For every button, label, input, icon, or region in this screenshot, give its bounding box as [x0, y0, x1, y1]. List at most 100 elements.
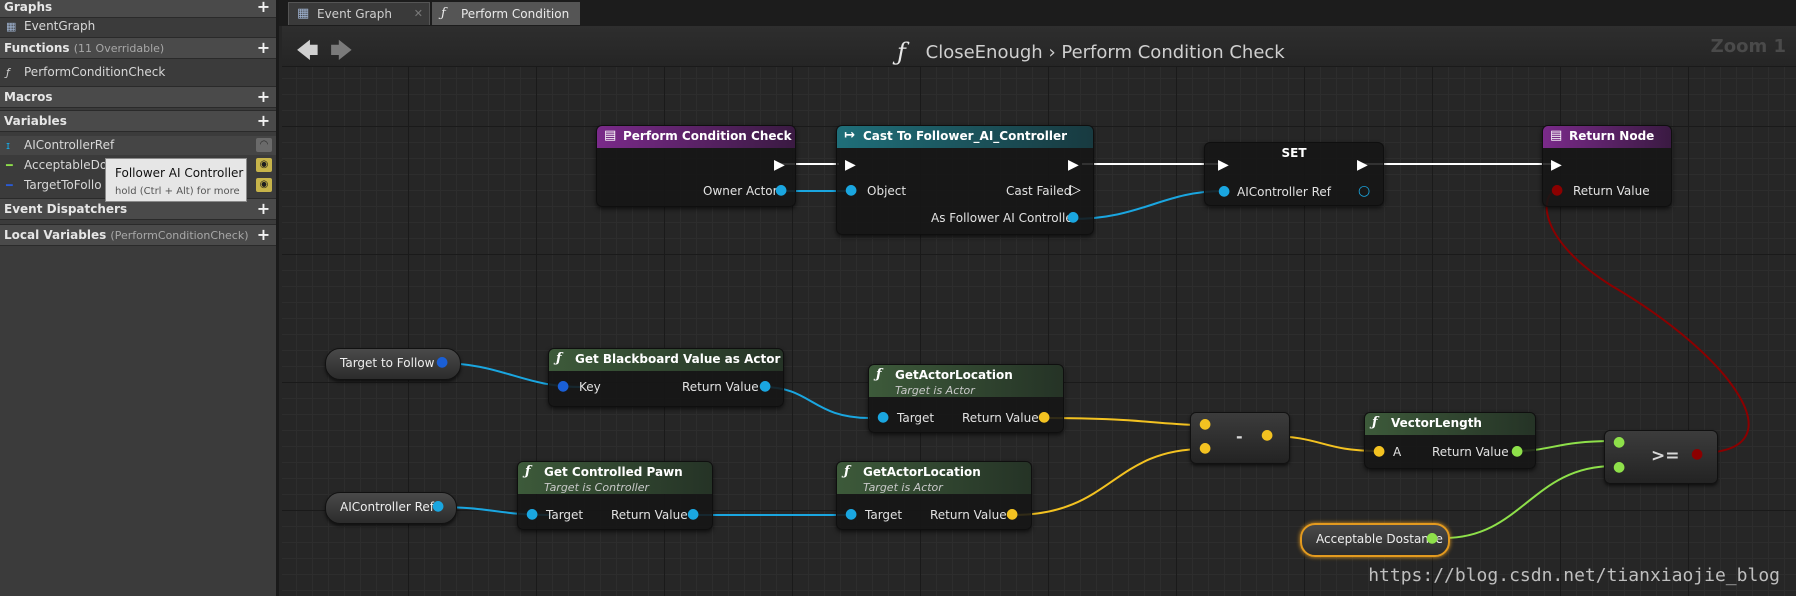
object-pin[interactable]: ●	[877, 409, 890, 425]
function-icon: ƒ	[844, 464, 850, 479]
functions-section-header[interactable]: Functions (11 Overridable) +	[0, 37, 276, 59]
object-out-pin[interactable]: ○	[1358, 183, 1371, 199]
node-header: ƒ Get Controlled Pawn Target is Controll…	[518, 462, 712, 494]
node-return-node[interactable]: ▤ Return Node ▶ ● Return Value	[1542, 125, 1672, 207]
node-title: Get Blackboard Value as Actor	[575, 352, 781, 366]
var-get-aicontroller-ref[interactable]: AIController Ref ●	[325, 492, 457, 524]
struct-pin[interactable]: ●	[557, 378, 570, 394]
graph-toolbar: 🡄 🡆 ƒ CloseEnough › Perform Condition Ch…	[282, 26, 1796, 67]
float-pin[interactable]: ●	[1613, 459, 1626, 475]
object-pin[interactable]: ●	[775, 182, 788, 198]
document-tab-bar: ▦ Event Graph ✕ ƒ Perform Condition	[279, 0, 1796, 26]
object-pin[interactable]: ●	[526, 506, 539, 522]
my-blueprint-panel: Graphs + ▦ EventGraph Functions (11 Over…	[0, 0, 279, 596]
pin-label: A	[1393, 445, 1402, 459]
blueprint-graph-canvas[interactable]: 🡄 🡆 ƒ CloseEnough › Perform Condition Ch…	[282, 26, 1796, 596]
add-macro-button[interactable]: +	[256, 87, 271, 106]
add-event-dispatcher-button[interactable]: +	[256, 199, 271, 218]
visibility-eye-icon[interactable]: ◉	[256, 178, 272, 192]
event-dispatchers-title: Event Dispatchers	[4, 202, 128, 216]
node-vector-length[interactable]: ƒ VectorLength ● A Return Value ●	[1364, 412, 1536, 469]
vector-pin[interactable]: ●	[1373, 443, 1386, 459]
visibility-eye-icon[interactable]: ◠	[256, 138, 272, 152]
visibility-eye-icon[interactable]: ◉	[256, 158, 272, 172]
vector-pin[interactable]: ●	[1199, 440, 1212, 456]
node-get-controlled-pawn[interactable]: ƒ Get Controlled Pawn Target is Controll…	[517, 461, 713, 530]
variable-item-aicontrollerref[interactable]: ɪ AIControllerRef ◠	[0, 136, 276, 155]
object-pin[interactable]: ●	[432, 498, 445, 514]
local-variables-title: Local Variables (PerformConditionCheck)	[4, 228, 249, 242]
exec-in-pin[interactable]: ▶	[1551, 157, 1562, 173]
watermark: https://blog.csdn.net/tianxiaojie_blog	[1368, 565, 1780, 586]
node-get-blackboard-value-as-actor[interactable]: ƒ Get Blackboard Value as Actor ● Key Re…	[548, 348, 784, 407]
node-set-aicontroller-ref[interactable]: SET ▶ ▶ ● AIController Ref ○	[1204, 142, 1384, 206]
bool-out-pin[interactable]: ●	[1691, 446, 1704, 462]
zoom-level: Zoom 1	[1710, 36, 1786, 57]
forward-arrow-icon[interactable]: 🡆	[330, 39, 353, 64]
node-greater-equal[interactable]: ● ● >= ●	[1604, 430, 1718, 484]
object-pin[interactable]: ●	[687, 506, 700, 522]
object-pin[interactable]: ●	[845, 506, 858, 522]
variables-section-header[interactable]: Variables +	[0, 110, 276, 132]
local-variables-section-header[interactable]: Local Variables (PerformConditionCheck) …	[0, 224, 276, 246]
object-pin[interactable]: ●	[1218, 183, 1231, 199]
variable-label: TargetToFollo	[24, 178, 102, 192]
vector-out-pin[interactable]: ●	[1261, 427, 1274, 443]
function-item-performconditioncheck[interactable]: ƒ PerformConditionCheck	[0, 63, 276, 82]
pin-label: Return Value	[1573, 184, 1650, 198]
pin-label: Target	[546, 508, 584, 522]
var-get-target-to-follow[interactable]: Target to Follow ●	[325, 348, 461, 380]
node-vector-subtract[interactable]: ● ● - ●	[1190, 412, 1290, 464]
vector-pin[interactable]: ●	[1199, 416, 1212, 432]
pin-label: Return Value	[611, 508, 688, 522]
close-tab-icon[interactable]: ✕	[413, 7, 423, 20]
float-pin[interactable]: ●	[1511, 443, 1524, 459]
function-icon: ƒ	[525, 464, 531, 479]
add-variable-button[interactable]: +	[256, 111, 271, 130]
operator-label: >=	[1651, 446, 1680, 466]
node-header: ▤ Return Node	[1543, 126, 1671, 148]
bool-pin[interactable]: ●	[1551, 182, 1564, 198]
float-pin[interactable]: ●	[1613, 434, 1626, 450]
add-graph-button[interactable]: +	[256, 0, 271, 16]
struct-pin[interactable]: ●	[436, 354, 449, 370]
exec-fail-pin[interactable]: ▷	[1070, 182, 1081, 198]
exec-out-pin[interactable]: ▶	[1068, 157, 1079, 173]
local-variables-title-text: Local Variables	[4, 228, 107, 242]
tab-perform-condition[interactable]: ƒ Perform Condition	[432, 2, 580, 25]
pin-label: Object	[867, 184, 907, 198]
var-get-acceptable-distance[interactable]: Acceptable Dostance ●	[1300, 523, 1450, 557]
node-cast-to-follower-ai-controller[interactable]: ↦ Cast To Follower_AI_Controller ▶ ▶ ● O…	[836, 125, 1094, 235]
function-icon: ƒ	[876, 367, 882, 382]
breadcrumb-separator: ›	[1048, 42, 1062, 63]
node-header: ▤ Perform Condition Check	[597, 126, 795, 148]
graph-item-label: EventGraph	[24, 19, 96, 33]
object-pin[interactable]: ●	[1067, 209, 1080, 225]
add-function-button[interactable]: +	[256, 38, 271, 57]
object-pin[interactable]: ●	[845, 182, 858, 198]
exec-out-pin[interactable]: ▶	[1357, 157, 1368, 173]
node-get-actor-location-1[interactable]: ƒ GetActorLocation Target is Actor ● Tar…	[868, 364, 1064, 433]
exec-in-pin[interactable]: ▶	[1218, 157, 1229, 173]
node-subtitle: Target is Actor	[863, 481, 943, 494]
macros-section-header[interactable]: Macros +	[0, 86, 276, 108]
node-perform-condition-check[interactable]: ▤ Perform Condition Check ▶ Owner Actor …	[596, 125, 796, 207]
exec-out-pin[interactable]: ▶	[774, 157, 785, 173]
tab-event-graph[interactable]: ▦ Event Graph ✕	[288, 2, 430, 25]
variable-item-acceptabledistance[interactable]: ━ AcceptableDo ◉	[0, 156, 276, 175]
node-title: GetActorLocation	[863, 465, 981, 479]
vector-pin[interactable]: ●	[1006, 506, 1019, 522]
graphs-section-header[interactable]: Graphs +	[0, 0, 276, 18]
exec-in-pin[interactable]: ▶	[845, 157, 856, 173]
event-graph-icon: ▦	[6, 20, 17, 33]
graph-item-eventgraph[interactable]: ▦ EventGraph	[0, 17, 276, 36]
node-get-actor-location-2[interactable]: ƒ GetActorLocation Target is Actor ● Tar…	[836, 461, 1032, 530]
breadcrumb-root[interactable]: CloseEnough	[925, 42, 1043, 63]
object-pin[interactable]: ●	[759, 378, 772, 394]
vector-pin[interactable]: ●	[1038, 409, 1051, 425]
float-pin[interactable]: ●	[1426, 530, 1439, 546]
function-icon: ƒ	[441, 6, 446, 21]
back-arrow-icon[interactable]: 🡄	[296, 39, 319, 64]
variable-item-targettofollow[interactable]: ━ TargetToFollo ◉	[0, 176, 276, 195]
add-local-variable-button[interactable]: +	[256, 225, 271, 244]
